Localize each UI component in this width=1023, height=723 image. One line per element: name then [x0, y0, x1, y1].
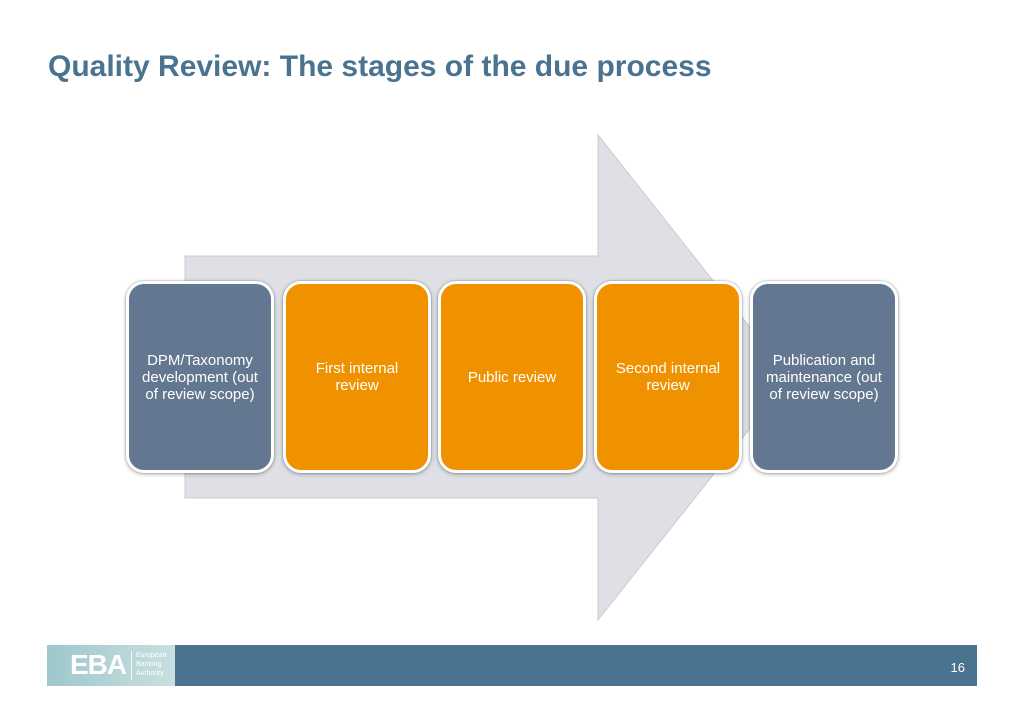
logo-line-banking: Banking	[136, 661, 162, 668]
footer-bar: EBA European Banking Authority 16	[47, 645, 977, 686]
eba-logo-text: European Banking Authority	[136, 651, 166, 678]
page-title: Quality Review: The stages of the due pr…	[48, 50, 712, 83]
stage-label: Second internal review	[615, 360, 721, 394]
page-number: 16	[950, 660, 965, 675]
eba-logo-mark: EBA	[70, 649, 127, 680]
stage-dpm-taxonomy-development: DPM/Taxonomy development (out of review …	[126, 281, 274, 473]
eba-logo: EBA European Banking Authority	[47, 645, 175, 686]
stage-publication-and-maintenance: Publication and maintenance (out of revi…	[750, 281, 898, 473]
stage-label: DPM/Taxonomy development (out of review …	[142, 351, 258, 403]
stage-public-review: Public review	[438, 281, 586, 473]
stage-label: Public review	[467, 368, 557, 386]
logo-line-european: European	[136, 652, 167, 659]
logo-line-authority: Authority	[136, 670, 164, 677]
stage-second-internal-review: Second internal review	[594, 281, 742, 473]
stage-label: First internal review	[315, 360, 399, 394]
logo-divider	[131, 651, 132, 680]
stage-label: Publication and maintenance (out of revi…	[766, 351, 882, 403]
stage-first-internal-review: First internal review	[283, 281, 431, 473]
